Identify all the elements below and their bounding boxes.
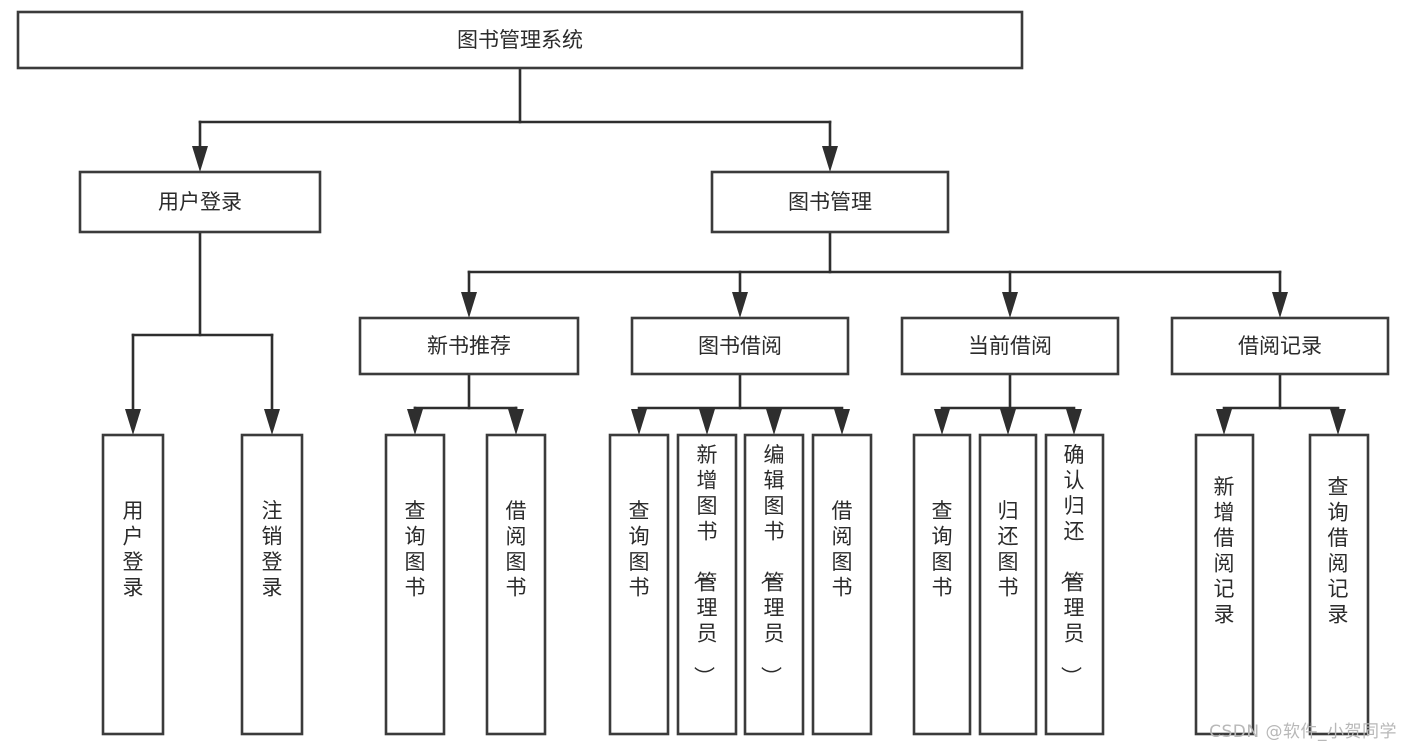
arrow-head-icon [125, 409, 141, 435]
node-borrow-record-label: 借阅记录 [1238, 334, 1322, 358]
node-leaf-logout-box[interactable] [240, 433, 304, 736]
node-leaf-add-book-label: 新增图书（管理员） [692, 443, 718, 687]
node-leaf-return-book-box[interactable] [978, 433, 1038, 736]
node-leaf-user-login-label: 用户登录 [123, 499, 144, 600]
arrow-head-icon [1066, 409, 1082, 435]
edge-group-new-book-to-leaves [407, 372, 524, 435]
node-leaf-return-book[interactable]: 归还图书 [978, 433, 1038, 736]
node-root-label: 图书管理系统 [457, 28, 583, 52]
node-root[interactable]: 图书管理系统 [16, 10, 1024, 70]
node-leaf-query-book-recommend-label: 查询图书 [405, 499, 426, 600]
node-book-management[interactable]: 图书管理 [710, 170, 950, 234]
node-book-management-label: 图书管理 [788, 190, 872, 214]
node-leaf-query-book-current-label: 查询图书 [932, 499, 953, 600]
node-leaf-add-borrow-record-box[interactable] [1194, 433, 1255, 736]
arrow-head-icon [834, 409, 850, 435]
node-leaf-query-book-borrow-label: 查询图书 [629, 499, 650, 600]
arrow-head-icon [822, 146, 838, 172]
node-leaf-confirm-return-label: 确认归还（管理员） [1059, 443, 1085, 687]
arrow-head-icon [407, 409, 423, 435]
arrow-head-icon [1216, 409, 1232, 435]
arrow-head-icon [1330, 409, 1346, 435]
node-leaf-borrow-book-recommend[interactable]: 借阅图书 [485, 433, 547, 736]
arrow-head-icon [732, 292, 748, 318]
node-leaf-add-book[interactable]: 新增图书（管理员） [676, 433, 738, 736]
edge-group-user-login-to-leaves [125, 230, 280, 435]
arrow-head-icon [264, 409, 280, 435]
node-leaf-confirm-return-box[interactable] [1044, 433, 1105, 736]
edge-group-current-borrow-to-leaves [934, 372, 1082, 435]
node-leaf-borrow-book-label: 借阅图书 [832, 499, 853, 600]
node-book-borrow-label: 图书借阅 [698, 334, 782, 358]
node-leaf-edit-book-label: 编辑图书（管理员） [759, 443, 785, 687]
node-book-borrow[interactable]: 图书借阅 [630, 316, 850, 376]
node-leaf-logout-label: 注销登录 [262, 499, 283, 600]
arrow-head-icon [631, 409, 647, 435]
edge-group-book-management-to-level2 [461, 231, 1288, 318]
node-new-book-recommend-label: 新书推荐 [427, 334, 511, 358]
node-leaf-add-borrow-record[interactable]: 新增借阅记录 [1194, 433, 1255, 736]
node-leaf-borrow-book-recommend-box[interactable] [485, 433, 547, 736]
edge-group-borrow-record-to-leaves [1216, 372, 1346, 435]
node-new-book-recommend[interactable]: 新书推荐 [358, 316, 580, 376]
arrow-head-icon [1000, 409, 1016, 435]
node-user-login[interactable]: 用户登录 [78, 170, 322, 234]
node-book-borrow-box[interactable] [630, 316, 850, 376]
node-leaf-add-book-box[interactable] [676, 433, 738, 736]
arrow-head-icon [766, 409, 782, 435]
edge-group-book-borrow-to-leaves [631, 372, 850, 435]
node-leaf-edit-book-box[interactable] [743, 433, 805, 736]
node-leaf-query-book-borrow-box[interactable] [608, 433, 670, 736]
arrow-head-icon [1002, 292, 1018, 318]
node-leaf-query-book-borrow[interactable]: 查询图书 [608, 433, 670, 736]
node-borrow-record[interactable]: 借阅记录 [1170, 316, 1390, 376]
node-leaf-confirm-return[interactable]: 确认归还（管理员） [1044, 433, 1105, 736]
arrow-head-icon [1272, 292, 1288, 318]
node-borrow-record-box[interactable] [1170, 316, 1390, 376]
node-leaf-query-borrow-record-label: 查询借阅记录 [1328, 475, 1349, 627]
arrow-head-icon [508, 409, 524, 435]
node-leaf-borrow-book-box[interactable] [811, 433, 873, 736]
arrow-head-icon [192, 146, 208, 172]
node-leaf-query-book-recommend-box[interactable] [384, 433, 446, 736]
node-root-box[interactable] [16, 10, 1024, 70]
arrow-head-icon [461, 292, 477, 318]
node-leaf-borrow-book[interactable]: 借阅图书 [811, 433, 873, 736]
arrow-head-icon [699, 409, 715, 435]
node-user-login-label: 用户登录 [158, 190, 242, 214]
arrow-head-icon [934, 409, 950, 435]
node-book-management-box[interactable] [710, 170, 950, 234]
node-current-borrow-label: 当前借阅 [968, 334, 1052, 358]
node-leaf-query-book-current[interactable]: 查询图书 [912, 433, 972, 736]
node-leaf-query-book-current-box[interactable] [912, 433, 972, 736]
node-leaf-user-login[interactable]: 用户登录 [101, 433, 165, 736]
node-current-borrow-box[interactable] [900, 316, 1120, 376]
node-new-book-recommend-box[interactable] [358, 316, 580, 376]
node-leaf-query-book-recommend[interactable]: 查询图书 [384, 433, 446, 736]
node-leaf-add-borrow-record-label: 新增借阅记录 [1214, 475, 1235, 627]
node-leaf-query-borrow-record[interactable]: 查询借阅记录 [1308, 433, 1370, 736]
node-leaf-logout[interactable]: 注销登录 [240, 433, 304, 736]
node-leaf-query-borrow-record-box[interactable] [1308, 433, 1370, 736]
node-current-borrow[interactable]: 当前借阅 [900, 316, 1120, 376]
node-leaf-edit-book[interactable]: 编辑图书（管理员） [743, 433, 805, 736]
node-leaf-user-login-box[interactable] [101, 433, 165, 736]
edge-group-root-to-level1 [192, 66, 838, 172]
node-user-login-box[interactable] [78, 170, 322, 234]
node-leaf-borrow-book-recommend-label: 借阅图书 [506, 499, 527, 600]
csdn-watermark: CSDN @软件_小贺同学 [1209, 722, 1397, 742]
node-leaf-return-book-label: 归还图书 [998, 499, 1019, 600]
